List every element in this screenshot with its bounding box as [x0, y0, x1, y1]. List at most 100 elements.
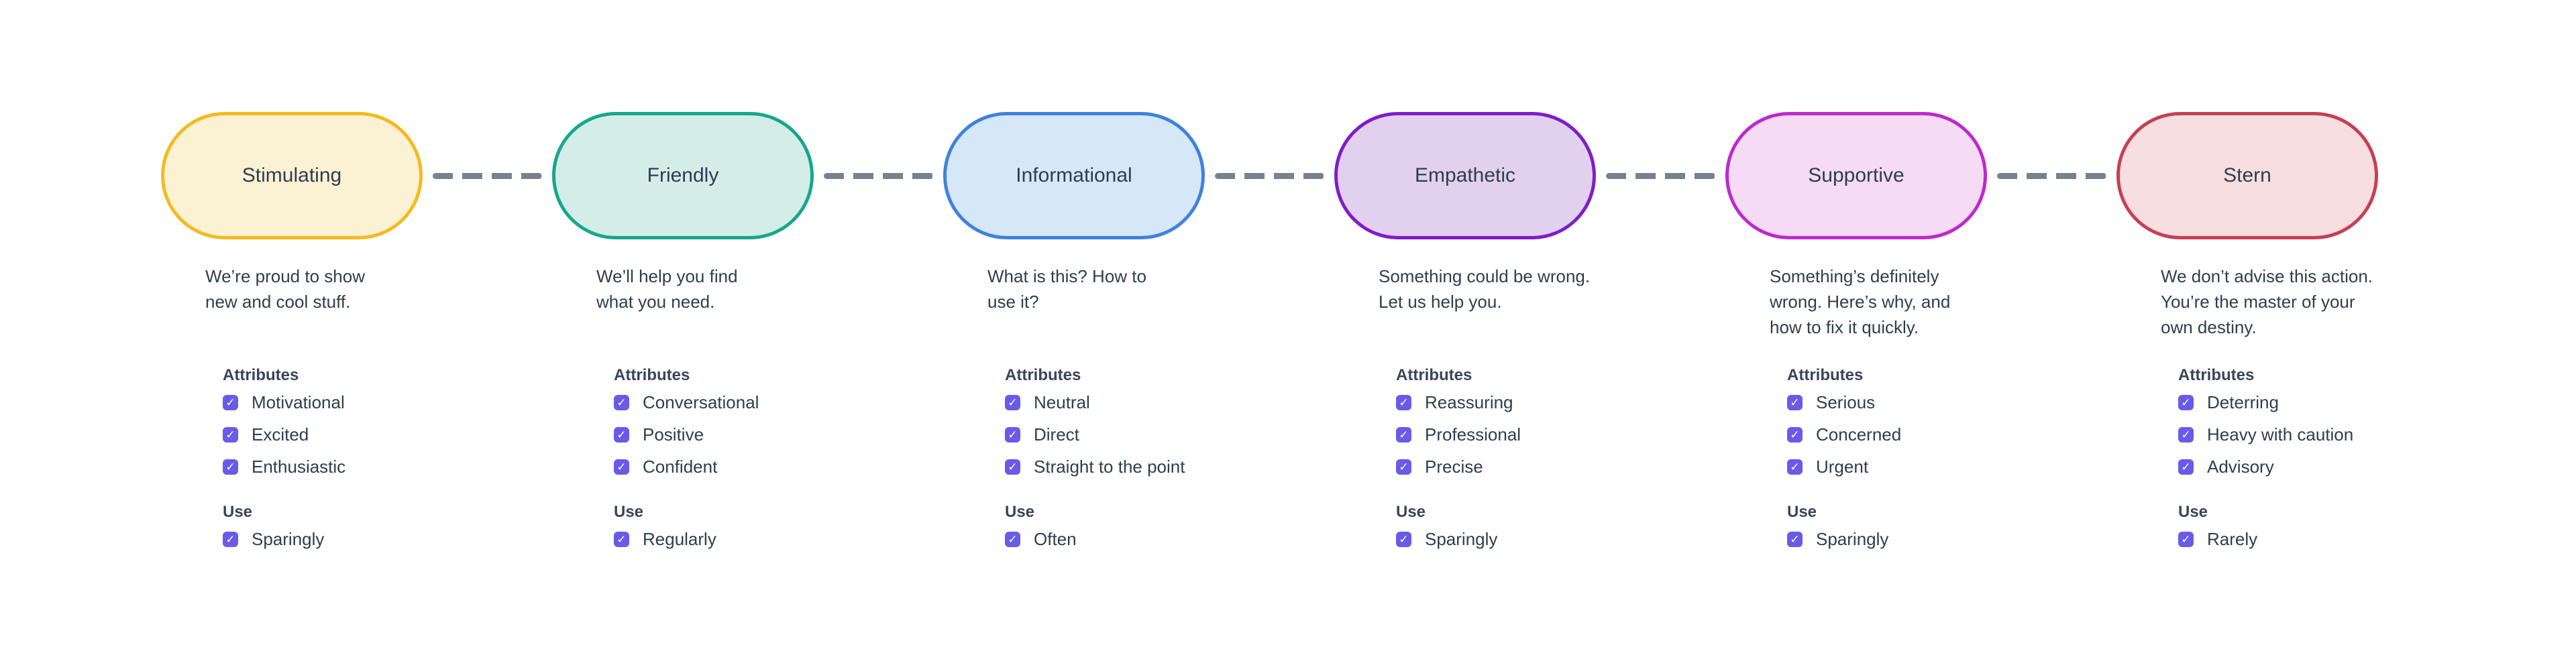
attributes-heading: Attributes	[2178, 366, 2255, 384]
attribute-row: ✓ Neutral	[1005, 391, 1205, 414]
use-heading: Use	[2178, 503, 2208, 521]
tone-column: Empathetic Something could be wrong. Let…	[1334, 112, 1596, 560]
use-row: ✓ Sparingly	[1396, 528, 1596, 550]
tone-description: We don’t advise this action. You’re the …	[2161, 266, 2373, 337]
check-icon: ✓	[1399, 396, 1409, 409]
tone-pill: Stimulating	[161, 112, 423, 239]
attributes-heading: Attributes	[223, 366, 299, 384]
attribute-row: ✓ Concerned	[1787, 423, 1987, 446]
attribute-label: Neutral	[1034, 392, 1090, 412]
attribute-checkbox[interactable]: ✓	[1787, 394, 1803, 410]
check-icon: ✓	[1790, 532, 1800, 546]
dashed-connector	[1997, 173, 2106, 179]
attribute-checkbox[interactable]: ✓	[2178, 426, 2194, 442]
attribute-row: ✓ Heavy with caution	[2178, 423, 2378, 446]
attribute-label: Heavy with caution	[2207, 424, 2354, 445]
attribute-label: Motivational	[252, 392, 345, 412]
check-icon: ✓	[1790, 396, 1800, 409]
attribute-checkbox[interactable]: ✓	[1005, 426, 1020, 442]
check-icon: ✓	[225, 396, 235, 409]
check-icon: ✓	[616, 460, 627, 473]
attribute-checkbox[interactable]: ✓	[614, 394, 629, 410]
attribute-row: ✓ Positive	[614, 423, 814, 446]
attribute-row: ✓ Motivational	[223, 391, 423, 414]
check-icon: ✓	[1790, 460, 1800, 473]
check-icon: ✓	[1790, 428, 1800, 441]
check-icon: ✓	[1399, 532, 1409, 546]
attribute-row: ✓ Straight to the point	[1005, 455, 1205, 478]
tone-pill: Friendly	[552, 112, 814, 239]
tone-pill-label: Supportive	[1808, 164, 1904, 186]
attribute-row: ✓ Deterring	[2178, 391, 2378, 414]
use-row: ✓ Often	[1005, 528, 1205, 550]
use-row: ✓ Regularly	[614, 528, 814, 550]
use-label: Sparingly	[1425, 529, 1498, 549]
attribute-label: Deterring	[2207, 392, 2279, 412]
attribute-checkbox[interactable]: ✓	[1396, 426, 1411, 442]
check-icon: ✓	[225, 460, 235, 473]
check-icon: ✓	[2181, 460, 2191, 473]
attribute-row: ✓ Direct	[1005, 423, 1205, 446]
attribute-label: Direct	[1034, 424, 1079, 445]
check-icon: ✓	[225, 532, 235, 546]
use-checkbox[interactable]: ✓	[1396, 531, 1411, 547]
attribute-checkbox[interactable]: ✓	[2178, 459, 2194, 475]
attribute-label: Advisory	[2207, 457, 2274, 477]
use-row: ✓ Sparingly	[223, 528, 423, 550]
tone-pill-label: Empathetic	[1414, 164, 1516, 186]
attribute-checkbox[interactable]: ✓	[1787, 426, 1803, 442]
use-label: Rarely	[2207, 529, 2258, 549]
attribute-row: ✓ Professional	[1396, 423, 1596, 446]
attribute-row: ✓ Reassuring	[1396, 391, 1596, 414]
check-icon: ✓	[225, 428, 235, 441]
attribute-label: Concerned	[1816, 424, 1902, 445]
attribute-checkbox[interactable]: ✓	[223, 426, 238, 442]
dashed-connector	[824, 173, 933, 179]
check-icon: ✓	[2181, 532, 2191, 546]
attribute-row: ✓ Precise	[1396, 455, 1596, 478]
attribute-checkbox[interactable]: ✓	[223, 394, 238, 410]
attribute-checkbox[interactable]: ✓	[1787, 459, 1803, 475]
attribute-checkbox[interactable]: ✓	[1005, 394, 1020, 410]
attribute-checkbox[interactable]: ✓	[223, 459, 238, 475]
use-heading: Use	[614, 503, 644, 521]
check-icon: ✓	[1008, 396, 1018, 409]
tone-column: Informational What is this? How to use i…	[943, 112, 1205, 560]
attribute-checkbox[interactable]: ✓	[1396, 394, 1411, 410]
attribute-checkbox[interactable]: ✓	[614, 459, 629, 475]
attribute-label: Professional	[1425, 424, 1521, 445]
tone-pill: Informational	[943, 112, 1205, 239]
attribute-checkbox[interactable]: ✓	[1005, 459, 1020, 475]
use-heading: Use	[223, 503, 253, 521]
tone-pill-label: Stern	[2223, 164, 2271, 186]
attribute-row: ✓ Excited	[223, 423, 423, 446]
check-icon: ✓	[1399, 460, 1409, 473]
use-heading: Use	[1787, 503, 1817, 521]
dashed-connector	[433, 173, 542, 179]
attribute-label: Serious	[1816, 392, 1876, 412]
use-checkbox[interactable]: ✓	[1787, 531, 1803, 547]
check-icon: ✓	[1008, 460, 1018, 473]
attribute-row: ✓ Advisory	[2178, 455, 2378, 478]
tone-description: Something could be wrong. Let us help yo…	[1379, 266, 1591, 312]
tone-column: Stimulating We’re proud to show new and …	[161, 112, 423, 560]
attribute-checkbox[interactable]: ✓	[614, 426, 629, 442]
use-checkbox[interactable]: ✓	[614, 531, 629, 547]
check-icon: ✓	[616, 428, 627, 441]
attributes-heading: Attributes	[1396, 366, 1472, 384]
attribute-row: ✓ Conversational	[614, 391, 814, 414]
attribute-checkbox[interactable]: ✓	[2178, 394, 2194, 410]
attribute-row: ✓ Confident	[614, 455, 814, 478]
check-icon: ✓	[1399, 428, 1409, 441]
attribute-checkbox[interactable]: ✓	[1396, 459, 1411, 475]
use-heading: Use	[1396, 503, 1426, 521]
use-row: ✓ Rarely	[2178, 528, 2378, 550]
use-heading: Use	[1005, 503, 1035, 521]
use-checkbox[interactable]: ✓	[2178, 531, 2194, 547]
dashed-connector	[1215, 173, 1324, 179]
use-checkbox[interactable]: ✓	[1005, 531, 1020, 547]
use-row: ✓ Sparingly	[1787, 528, 1987, 550]
attribute-label: Conversational	[643, 392, 759, 412]
use-checkbox[interactable]: ✓	[223, 531, 238, 547]
check-icon: ✓	[1008, 428, 1018, 441]
